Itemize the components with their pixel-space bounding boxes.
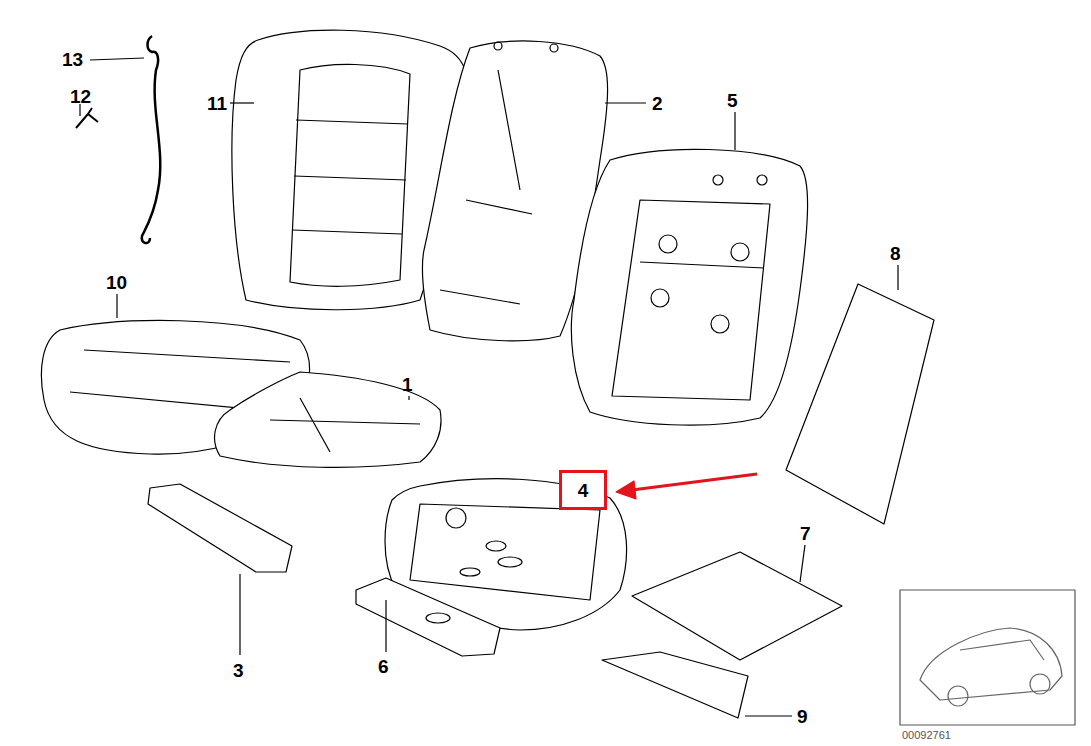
leader-line: [745, 715, 792, 716]
leader-line: [239, 574, 240, 655]
pad-wires: [270, 398, 420, 452]
callout-number: 4: [578, 481, 589, 500]
car-outline: [920, 628, 1062, 700]
callout-number: 2: [652, 94, 663, 113]
heating-pad: [786, 284, 934, 524]
side-trim: [148, 484, 292, 572]
pad-wires: [440, 70, 532, 304]
spring-wire: [142, 36, 161, 243]
diagram-code: 00092761: [902, 730, 951, 741]
callout-number: 12: [70, 87, 91, 106]
callout-number: 1: [402, 375, 413, 394]
heating-pad: [602, 652, 748, 718]
callout-number: 5: [727, 91, 738, 110]
leader-line: [897, 265, 898, 290]
leader-line: [605, 102, 646, 103]
callout-number: 3: [233, 661, 244, 680]
callout-number: 6: [378, 657, 389, 676]
callout-number: 8: [890, 244, 901, 263]
pointer-arrow: [632, 474, 757, 490]
leader-line: [385, 600, 386, 652]
foam-recess: [410, 504, 600, 600]
callout-number: 13: [62, 50, 83, 69]
cover-seams: [292, 120, 408, 234]
pointer-arrowhead: [616, 481, 636, 499]
highlight-box: 4: [559, 470, 607, 510]
foam-recess: [612, 200, 770, 400]
leader-line: [230, 102, 254, 103]
cover-panel: [290, 64, 410, 286]
callout-number: 11: [207, 94, 227, 113]
backrest-foam: [571, 149, 807, 425]
seat-pad: [215, 372, 441, 467]
side-trim: [356, 578, 500, 656]
heating-pad: [632, 552, 842, 660]
leader-line: [734, 112, 735, 150]
thumbnail-frame: [900, 590, 1075, 725]
callout-number: 10: [106, 273, 127, 292]
callout-number: 9: [797, 707, 808, 726]
leader-line: [90, 58, 144, 60]
leader-line: [800, 545, 805, 582]
foam-wire: [640, 262, 764, 268]
leader-line: [116, 294, 117, 318]
callout-number: 7: [800, 524, 811, 543]
leader-line: [408, 396, 409, 400]
clip: [76, 108, 98, 128]
